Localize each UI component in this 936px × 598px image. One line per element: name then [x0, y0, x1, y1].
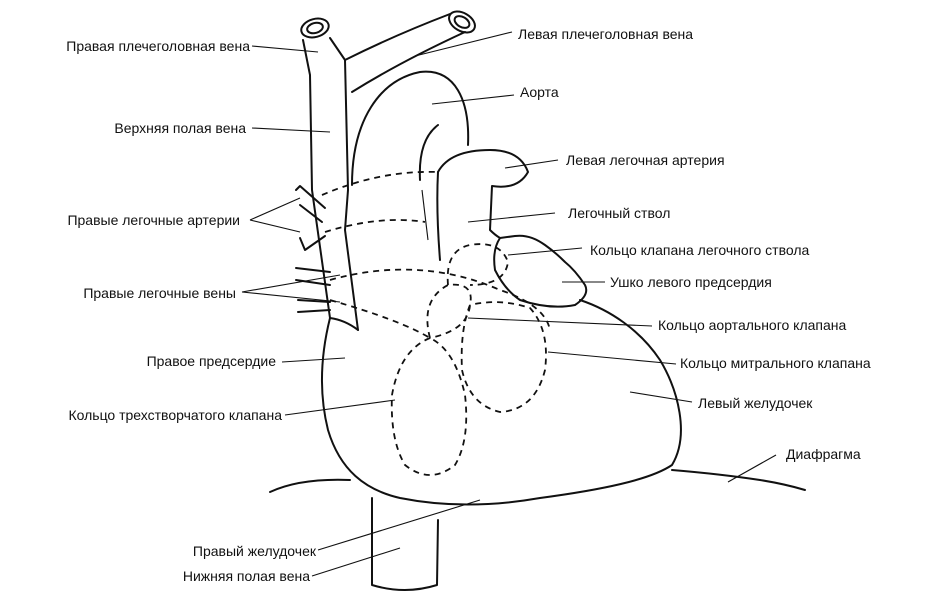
label-superior-vena-cava: Верхняя полая вена	[114, 120, 246, 136]
label-mitral-valve-ring: Кольцо митрального клапана	[680, 355, 871, 371]
label-left-auricle: Ушко левого предсердия	[610, 274, 772, 290]
diaphragm-line-right	[671, 469, 806, 491]
right-brachiocephalic-vein-end	[300, 17, 330, 39]
left-atrium-dashed	[329, 268, 551, 331]
pulmonary-valve-ring	[446, 243, 509, 286]
label-right-pulmonary-arteries: Правые легочные артерии	[67, 212, 240, 228]
label-left-pulmonary-artery: Левая легочная артерия	[566, 152, 725, 168]
label-right-atrium: Правое предсердие	[146, 353, 276, 369]
right-pulmonary-artery-upper	[295, 185, 326, 209]
left-brachiocephalic-vein-outline	[344, 13, 451, 61]
right-pulmonary-vein-upper	[295, 267, 331, 273]
right-atrium-border	[329, 317, 359, 331]
label-pulmonary-trunk: Легочный ствол	[568, 205, 671, 221]
label-pulmonary-valve-ring: Кольцо клапана легочного ствола	[590, 242, 810, 258]
label-right-pulmonary-veins: Правые легочные вены	[83, 285, 236, 301]
left-auricle-outline	[493, 234, 588, 308]
diaphragm-line	[269, 478, 351, 493]
aorta-outline	[351, 70, 470, 186]
label-right-brachiocephalic-vein: Правая плечеголовная вена	[66, 38, 250, 54]
label-tricuspid-valve-ring: Кольцо трехстворчатого клапана	[68, 407, 282, 423]
right-pulmonary-vein-lower	[297, 299, 331, 303]
superior-vena-cava-outline	[302, 39, 331, 319]
label-left-brachiocephalic-vein: Левая плечеголовная вена	[518, 26, 694, 42]
right-pulmonary-artery-lower	[299, 235, 326, 251]
label-aorta: Аорта	[520, 84, 559, 100]
left-pulmonary-artery-outline	[437, 149, 529, 239]
label-left-ventricle: Левый желудочек	[698, 395, 813, 411]
label-diaphragm: Диафрагма	[786, 446, 861, 462]
mitral-valve-ring	[460, 301, 547, 413]
left-brachiocephalic-vein-end	[448, 10, 476, 34]
label-right-ventricle: Правый желудочек	[192, 543, 316, 559]
label-inferior-vena-cava: Нижняя полая вена	[182, 568, 310, 584]
heart-outline	[321, 299, 682, 506]
label-aortic-valve-ring: Кольцо аортального клапана	[658, 317, 847, 333]
pulmonary-artery-branch-dashed	[321, 170, 439, 196]
inferior-vena-cava-outline	[371, 497, 439, 591]
tricuspid-valve-ring	[390, 337, 468, 476]
superior-vena-cava-inner	[329, 37, 359, 331]
aortic-valve-ring	[426, 283, 472, 339]
